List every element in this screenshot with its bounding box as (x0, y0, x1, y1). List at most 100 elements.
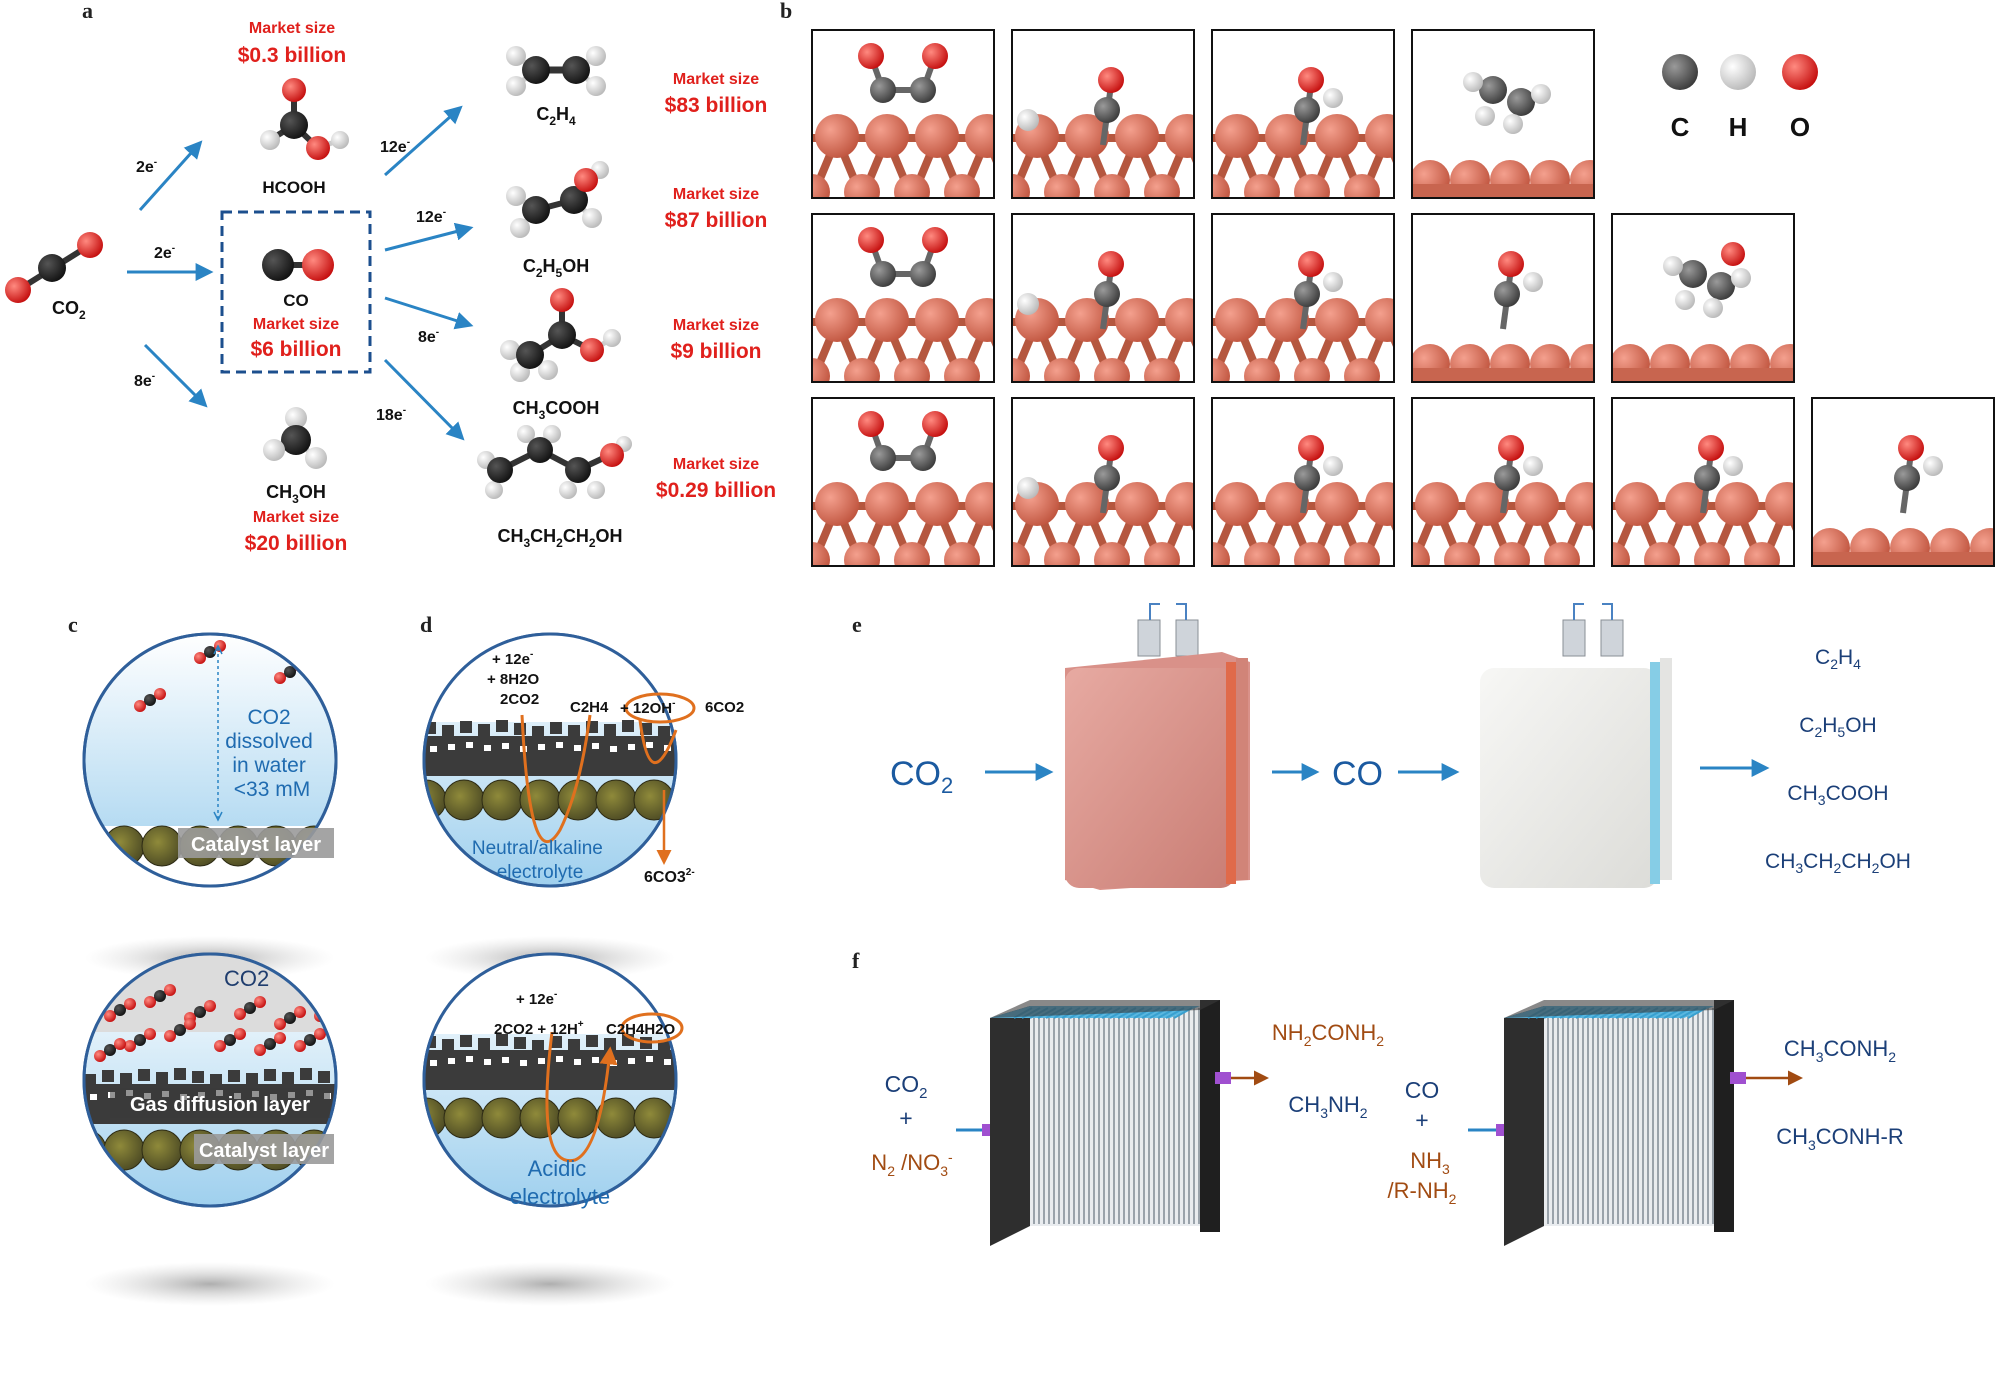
ch3oh-electrons: 8e- (134, 371, 155, 390)
ch3cooh-molecule (500, 288, 621, 382)
legend-o: O (1790, 112, 1810, 142)
product-label-4: CH3CH2CH2OH (497, 526, 622, 550)
panel-e-label: e (852, 612, 862, 637)
ch3oh-market-value: $20 billion (245, 532, 348, 555)
co-dashed-box (220, 210, 372, 374)
f-left-out-2: CH3NH2 (1288, 1092, 1367, 1121)
alkaline-circle: + 12e- + 8H2O 2CO2 C2H4 + 12OH- 6CO2 Neu… (422, 632, 744, 888)
product-market-label-4: Market size (673, 456, 759, 473)
panel-d: d + 12e- + 8H2O 2CO2 C2H4 + 12OH- 6CO2 N… (420, 612, 744, 1306)
d-top-line1: + 12e- (492, 649, 533, 668)
ch3oh-molecule (263, 407, 327, 469)
co-label: CO (283, 291, 309, 310)
d-bot-water: 4H2O (636, 1021, 676, 1038)
co2-molecule (5, 232, 103, 303)
co-electrons: 2e- (154, 243, 175, 262)
legend-h: H (1729, 112, 1748, 142)
product-market-label-2: Market size (673, 186, 759, 203)
arrow-to-ch3oh (143, 343, 208, 408)
co2-electrolyzer (1065, 603, 1250, 890)
co2-dissolved-text: CO2 dissolved in water <33 mM (225, 706, 318, 801)
d-top-co2-out: 6CO2 (705, 699, 744, 716)
f-left-out-1: NH2CONH2 (1272, 1020, 1384, 1049)
d-top-line2: + 8H2O (487, 671, 539, 688)
panel-c-label: c (68, 612, 78, 637)
d-top-electrolyte: Neutral/alkaline electrolyte (472, 838, 608, 883)
shadow (85, 1262, 335, 1306)
adsorbate-frame (1411, 397, 1595, 567)
f-right-in-2: NH3 (1410, 1148, 1450, 1177)
arrow-to-product-1 (384, 105, 463, 177)
d-bot-reaction: 2CO2 + 12H+ (494, 1019, 584, 1038)
d-top-hydroxide: + 12OH- (620, 698, 675, 717)
water-highlight (620, 1012, 684, 1044)
adsorbate-frame (1011, 213, 1195, 383)
adsorbate-frame (811, 29, 995, 199)
product-electrons-1: 12e- (380, 137, 410, 156)
panel-b: b C H O (780, 0, 1995, 567)
product-market-value-2: $87 billion (665, 209, 768, 232)
c2h4-molecule (506, 46, 606, 96)
e-product-4: CH3CH2CH2OH (1765, 850, 1911, 876)
f-right-plus: + (1415, 1107, 1428, 1133)
adsorbate-frame (1211, 397, 1395, 567)
catalyst-layer-label: Catalyst layer (191, 834, 321, 856)
oxygen-atom-icon (1782, 54, 1818, 90)
product-market-value-3: $9 billion (670, 340, 761, 363)
adsorbate-frame (811, 213, 995, 383)
arrow-to-product-4 (383, 358, 465, 441)
f-right-out-1: CH3CONH2 (1784, 1036, 1896, 1065)
hcooh-market-label: Market size (249, 20, 335, 37)
adsorbate-frame (811, 397, 995, 567)
electrolyzer-stack-right (1504, 1000, 1734, 1246)
d-bot-line1: + 12e- (516, 989, 557, 1008)
carbon-atom-icon (1662, 54, 1698, 90)
f-right-in-1: CO (1405, 1077, 1440, 1103)
panel-f-label: f (852, 948, 860, 973)
adsorbate-frame (1411, 29, 1595, 199)
hcooh-label: HCOOH (262, 178, 325, 197)
co-molecule (262, 249, 334, 281)
adsorbate-frame (1211, 213, 1395, 383)
f-left-in-2: N2 /NO3- (871, 1149, 953, 1179)
e-input-co2: CO2 (890, 755, 953, 798)
d-bot-electrolyte: Acidic electrolyte (510, 1156, 610, 1209)
e-product-3: CH3COOH (1787, 782, 1888, 808)
hcooh-electrons: 2e- (136, 157, 157, 176)
hydroxide-highlight (624, 692, 696, 724)
adsorbate-frame (1611, 397, 1795, 567)
product-label-2: C2H5OH (523, 256, 589, 280)
panel-c: c CO2 dissolved in water <33 mM Catalyst… (68, 612, 338, 1306)
f-left-in-1: CO2 (885, 1071, 928, 1102)
e-intermediate-co: CO (1332, 755, 1383, 793)
adsorbate-frame (1211, 29, 1395, 199)
adsorbate-frame (1611, 213, 1795, 383)
co-market-value: $6 billion (250, 338, 341, 361)
product-electrons-2: 12e- (416, 207, 446, 226)
adsorbate-frame (1011, 397, 1195, 567)
co2-label: CO2 (52, 298, 86, 322)
gas-diffusion-circle: CO2 Gas diffusion layer Catalyst layer (82, 952, 338, 1208)
d-bot-product: C2H4 (606, 1021, 645, 1038)
hcooh-market-value: $0.3 billion (238, 44, 347, 67)
adsorbate-grid (811, 29, 1995, 567)
product-market-label-1: Market size (673, 71, 759, 88)
product-label-3: CH3COOH (513, 398, 600, 422)
f-right-outlet (1730, 1072, 1746, 1084)
e-product-2: C2H5OH (1799, 714, 1876, 740)
f-left-plus: + (899, 1105, 912, 1131)
co2-top-label: CO2 (224, 966, 269, 991)
hydrogen-atom-icon (1720, 54, 1756, 90)
c2h5oh-molecule (506, 161, 609, 238)
electrolyzer-stack-left (990, 1000, 1220, 1246)
product-electrons-3: 8e- (418, 327, 439, 346)
d-top-carbonate: 6CO32- (644, 867, 695, 886)
shadow (425, 1262, 675, 1306)
panel-b-label: b (780, 0, 792, 23)
product-market-value-1: $83 billion (665, 94, 768, 117)
